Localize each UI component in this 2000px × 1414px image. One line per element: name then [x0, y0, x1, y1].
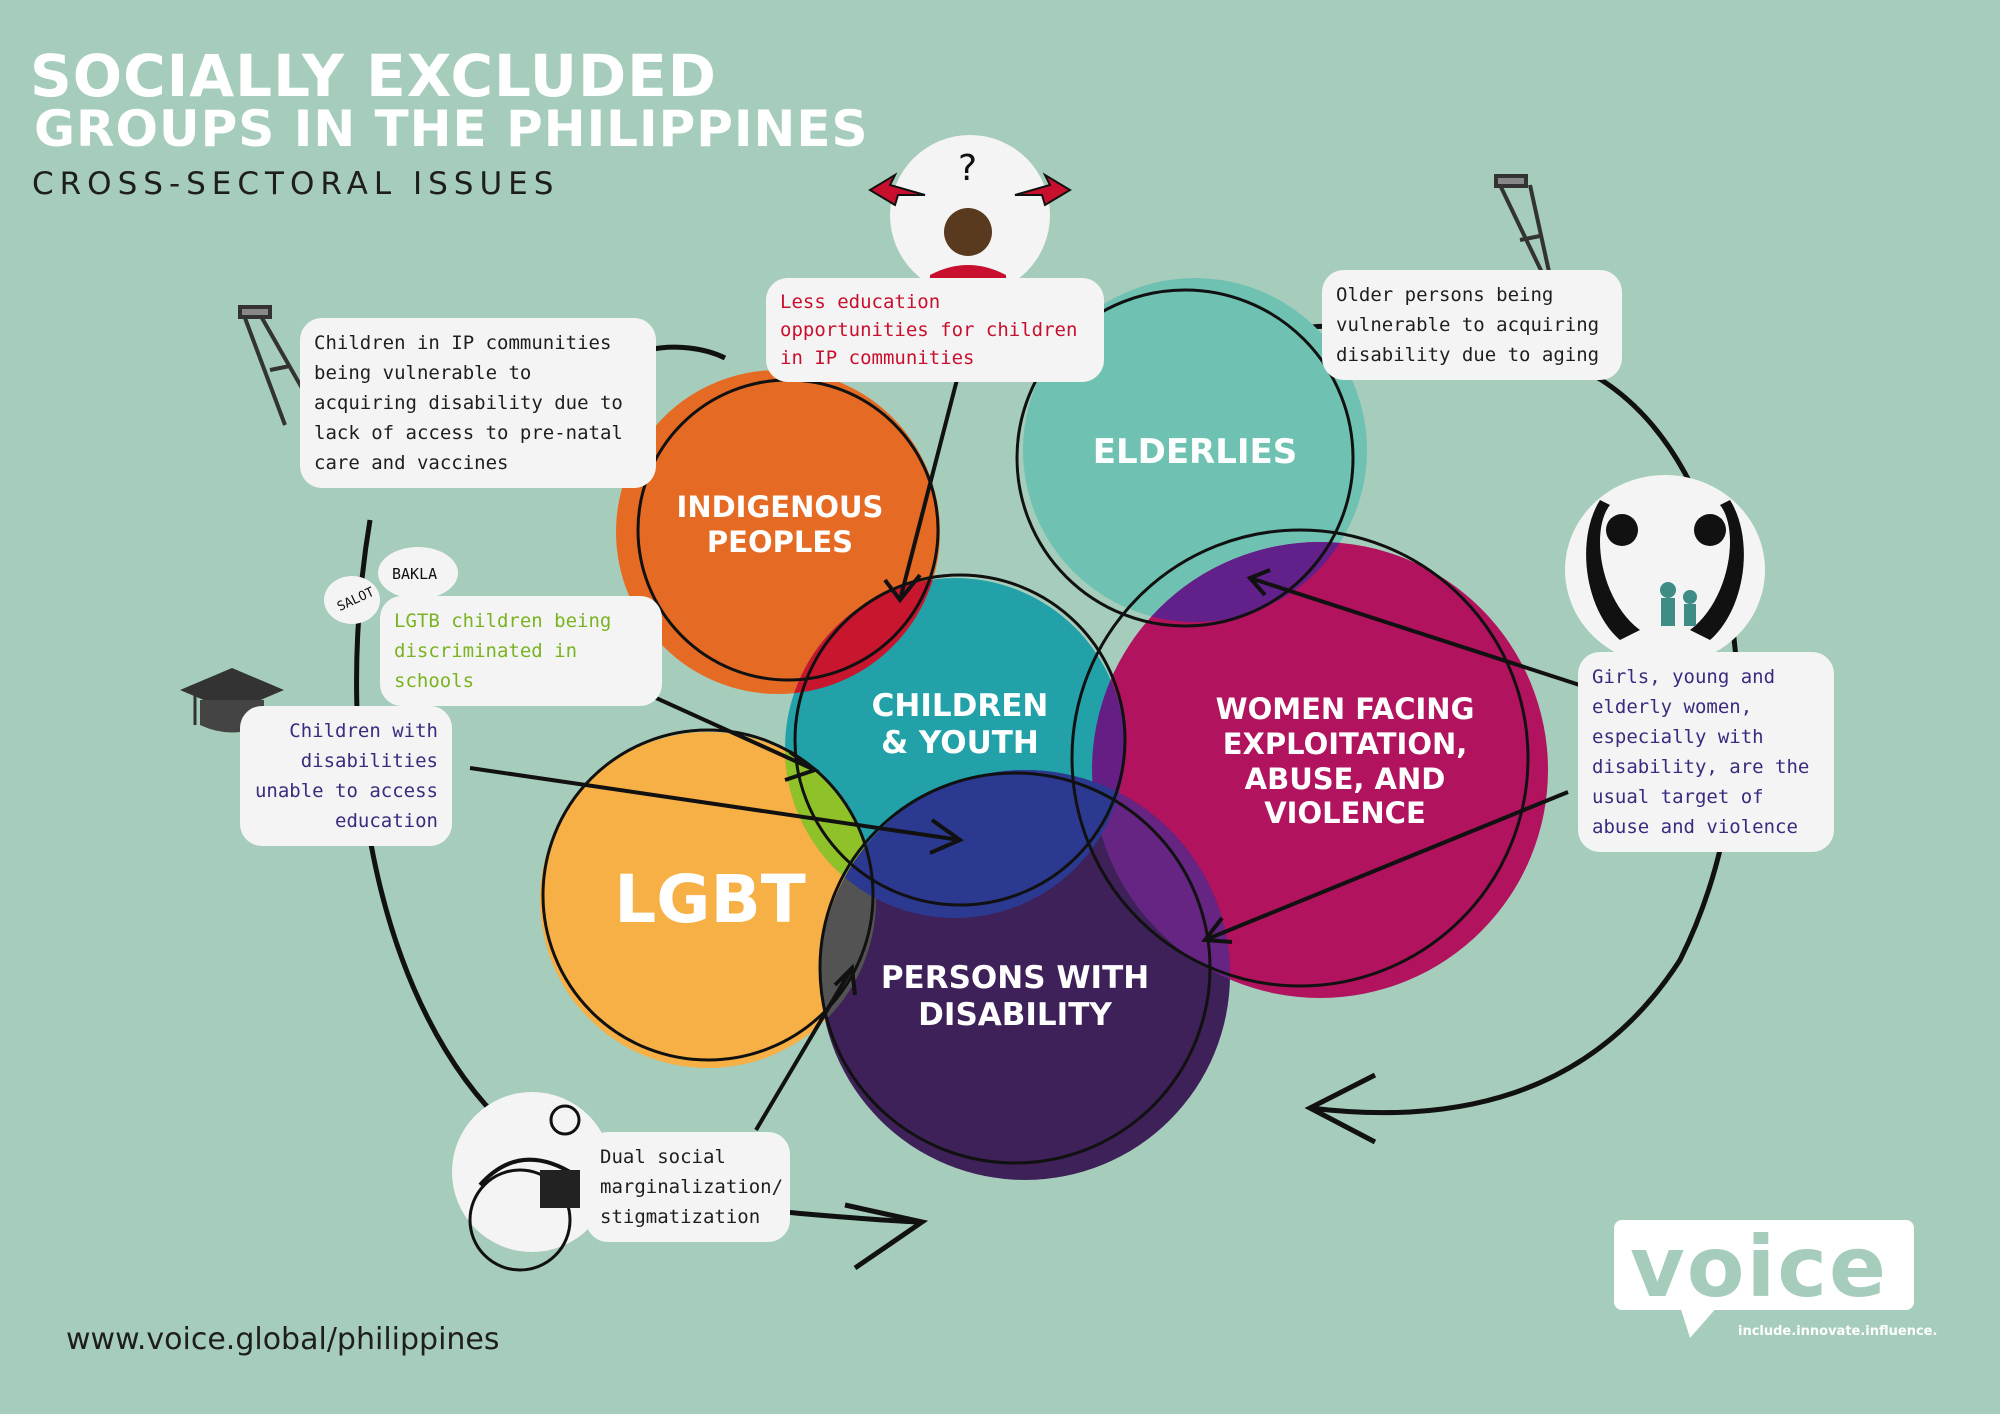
voice-logo-text: voice	[1630, 1218, 1889, 1316]
voice-logo-box	[1614, 1220, 1914, 1310]
cycle-arrowhead-right	[1304, 1072, 1377, 1145]
speech-bubble-salot: SALOT	[324, 576, 380, 624]
graduation-cap-icon	[180, 668, 284, 733]
note-older-persons: Older persons being vulnerable to acquir…	[1322, 270, 1622, 380]
cycle-arc-top-left	[647, 344, 727, 361]
voice-logo-tagline: include.innovate.influence.	[1738, 1324, 1938, 1339]
note-dual-marginalization: Dual social marginalization/ stigmatizat…	[586, 1132, 790, 1242]
confused-child-icon: ?	[868, 135, 1072, 295]
svg-text:BAKLA: BAKLA	[392, 565, 437, 583]
svg-text:?: ?	[958, 148, 977, 189]
overlap-indigenous-children	[785, 578, 940, 694]
note-children-disabilities-education: Children with disabilities unable to acc…	[240, 706, 452, 846]
label-indigenous: INDIGENOUS PEOPLES	[676, 490, 884, 559]
speech-bubble-bakla: BAKLA	[378, 547, 458, 599]
wheelchair-icon	[452, 1092, 612, 1272]
title-line-1: SOCIALLY EXCLUDED	[30, 42, 717, 110]
logo-speech-tail-icon	[1680, 1306, 1718, 1338]
note-ip-children-disability: Children in IP communities being vulnera…	[300, 318, 656, 488]
protective-hands-icon	[1565, 475, 1765, 665]
pointer-arrows	[469, 367, 1596, 1132]
label-elderlies: ELDERLIES	[1092, 432, 1298, 472]
label-children: CHILDREN & YOUTH	[871, 688, 1049, 762]
title-line-2: GROUPS IN THE PHILIPPINES	[34, 100, 869, 158]
note-lgbt-children: LGTB children being discriminated in sch…	[380, 596, 662, 706]
circle-elderlies	[1023, 278, 1367, 622]
website-url[interactable]: www.voice.global/philippines	[66, 1322, 500, 1357]
cycle-arrowhead-bottom	[844, 1202, 929, 1271]
overlap-women-disability	[1092, 770, 1230, 998]
label-disability: PERSONS WITH DISABILITY	[880, 960, 1150, 1034]
subtitle: CROSS-SECTORAL ISSUES	[32, 166, 560, 202]
circle-outlines	[541, 288, 1530, 1165]
note-girls-women: Girls, young and elderly women, especial…	[1578, 652, 1834, 852]
label-women: WOMEN FACING EXPLOITATION, ABUSE, AND VI…	[1215, 692, 1475, 831]
note-less-education: Less education opportunities for childre…	[766, 278, 1104, 382]
label-lgbt: LGBT	[614, 861, 806, 938]
